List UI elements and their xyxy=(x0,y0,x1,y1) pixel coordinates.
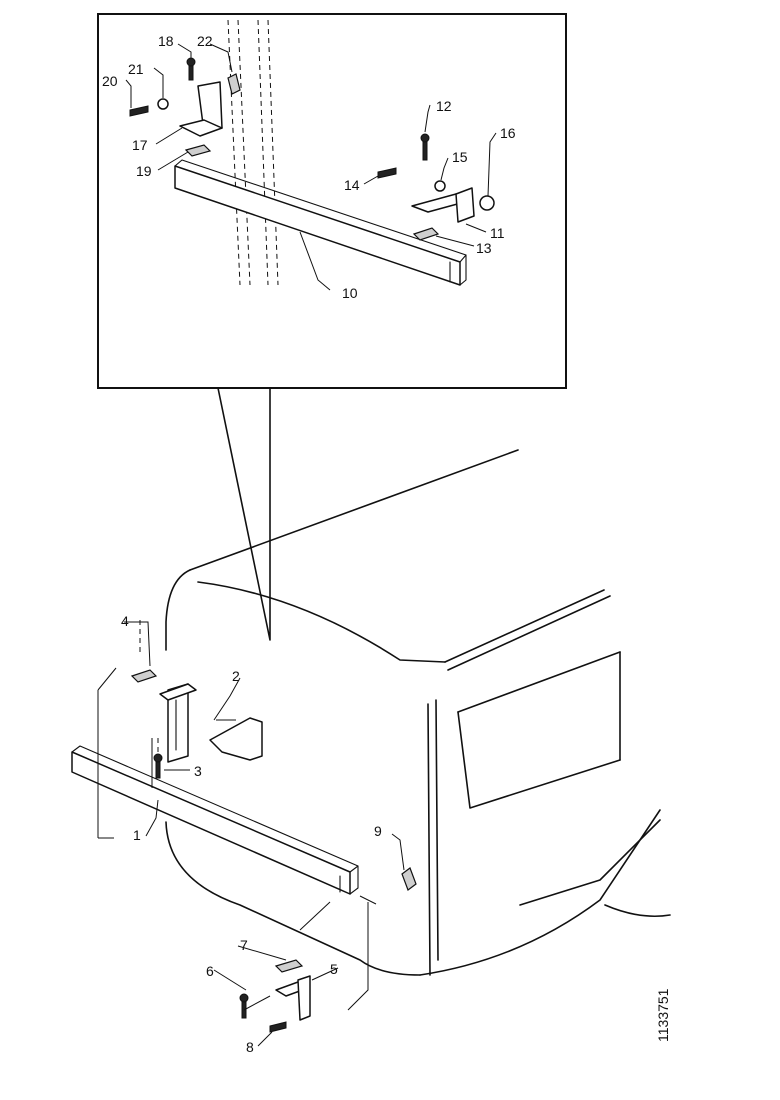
pillar-hidden-lines xyxy=(227,19,279,286)
callout-16: 16 xyxy=(500,125,516,141)
callout-8: 8 xyxy=(246,1039,254,1055)
callout-10: 10 xyxy=(342,285,358,301)
figure-reference-number: 1133751 xyxy=(655,988,671,1042)
callout-22: 22 xyxy=(197,33,213,49)
crossmember-1 xyxy=(71,745,359,895)
main-leader-lines xyxy=(97,620,405,1047)
callout-1: 1 xyxy=(133,827,141,843)
part-9 xyxy=(401,867,417,891)
callout-12: 12 xyxy=(436,98,452,114)
callout-15: 15 xyxy=(452,149,468,165)
inset-leader-lines xyxy=(125,43,497,291)
callout-4: 4 xyxy=(121,613,129,629)
callout-14: 14 xyxy=(344,177,360,193)
callout-18: 18 xyxy=(158,33,174,49)
callout-labels: 1 2 3 4 5 6 7 8 9 10 11 12 13 14 15 16 1… xyxy=(102,33,516,1055)
callout-9: 9 xyxy=(374,823,382,839)
callout-5: 5 xyxy=(330,961,338,977)
detail-inset xyxy=(97,13,567,389)
callout-13: 13 xyxy=(476,240,492,256)
callout-19: 19 xyxy=(136,163,152,179)
callout-17: 17 xyxy=(132,137,148,153)
bracket-5-assembly xyxy=(239,959,311,1033)
callout-21: 21 xyxy=(128,61,144,77)
callout-11: 11 xyxy=(490,225,505,241)
vehicle-cab xyxy=(165,449,671,976)
bracket-2-assembly xyxy=(130,669,263,779)
callout-6: 6 xyxy=(206,963,214,979)
inset-pointer xyxy=(217,387,271,641)
crossmember-10 xyxy=(174,159,467,286)
callout-7: 7 xyxy=(240,937,248,953)
callout-3: 3 xyxy=(194,763,202,779)
left-bracket-assembly xyxy=(129,57,241,157)
callout-20: 20 xyxy=(102,73,118,89)
right-bracket-assembly xyxy=(377,133,495,241)
callout-2: 2 xyxy=(232,668,240,684)
